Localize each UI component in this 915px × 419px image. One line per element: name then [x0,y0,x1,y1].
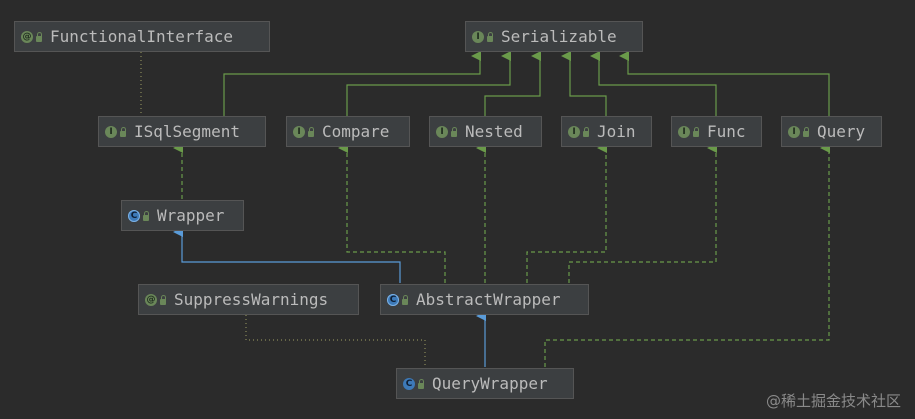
edge-abstractwrapper-wrapper [173,227,401,283]
edge-func-serializable [590,51,717,116]
edge-abstractwrapper-join [526,143,607,283]
interface-icon: I [105,125,117,138]
node-label: Join [597,122,636,141]
node-label: ISqlSegment [134,122,240,141]
interface-icon: I [436,125,448,138]
node-serializable[interactable]: I Serializable [465,21,643,52]
node-wrapper[interactable]: C Wrapper [121,200,244,231]
node-isqlsegment[interactable]: I ISqlSegment [98,116,266,147]
node-compare[interactable]: I Compare [286,116,410,147]
edge-abstractwrapper-func [568,143,717,283]
edge-compare-serializable [346,51,511,116]
node-query-wrapper[interactable]: C QueryWrapper [396,368,574,399]
node-abstract-wrapper[interactable]: C AbstractWrapper [380,284,589,315]
node-functional-interface[interactable]: @ FunctionalInterface [14,21,270,52]
class-icon: C [403,377,415,390]
edge-join-serializable [561,51,607,116]
public-lock-icon [120,126,126,137]
node-label: Compare [322,122,390,141]
abstract-class-icon: C [387,293,399,306]
interface-icon: I [293,125,305,138]
node-label: Wrapper [157,206,225,225]
public-lock-icon [160,294,166,305]
node-join[interactable]: I Join [561,116,652,147]
public-lock-icon [583,126,589,137]
edge-abstractwrapper-compare [338,143,446,283]
public-lock-icon [487,31,493,42]
edge-querywrapper-query [544,143,830,367]
interface-icon: I [472,30,484,43]
public-lock-icon [451,126,457,137]
watermark: @稀土掘金技术社区 [765,392,901,410]
abstract-class-icon: C [128,209,140,222]
node-label: FunctionalInterface [50,27,234,46]
edge-isqlsegment-serializable [223,51,481,116]
node-label: SuppressWarnings [174,290,329,309]
node-label: Serializable [501,27,617,46]
node-label: QueryWrapper [432,374,548,393]
public-lock-icon [36,31,42,42]
node-func[interactable]: I Func [671,116,762,147]
public-lock-icon [693,126,699,137]
annotation-icon: @ [145,293,157,306]
annotation-icon: @ [21,30,33,43]
edge-nested-serializable [484,51,541,116]
node-label: Nested [465,122,523,141]
edge-suppresswarnings-querywrapper [245,315,426,367]
public-lock-icon [418,378,424,389]
node-label: AbstractWrapper [416,290,561,309]
public-lock-icon [308,126,314,137]
node-query[interactable]: I Query [781,116,882,147]
node-nested[interactable]: I Nested [429,116,542,147]
public-lock-icon [143,210,149,221]
node-suppress-warnings[interactable]: @ SuppressWarnings [138,284,359,315]
interface-icon: I [568,125,580,138]
interface-icon: I [788,125,800,138]
node-label: Query [817,122,866,141]
node-label: Func [707,122,746,141]
public-lock-icon [402,294,408,305]
public-lock-icon [803,126,809,137]
interface-icon: I [678,125,690,138]
edge-query-serializable [619,51,830,116]
